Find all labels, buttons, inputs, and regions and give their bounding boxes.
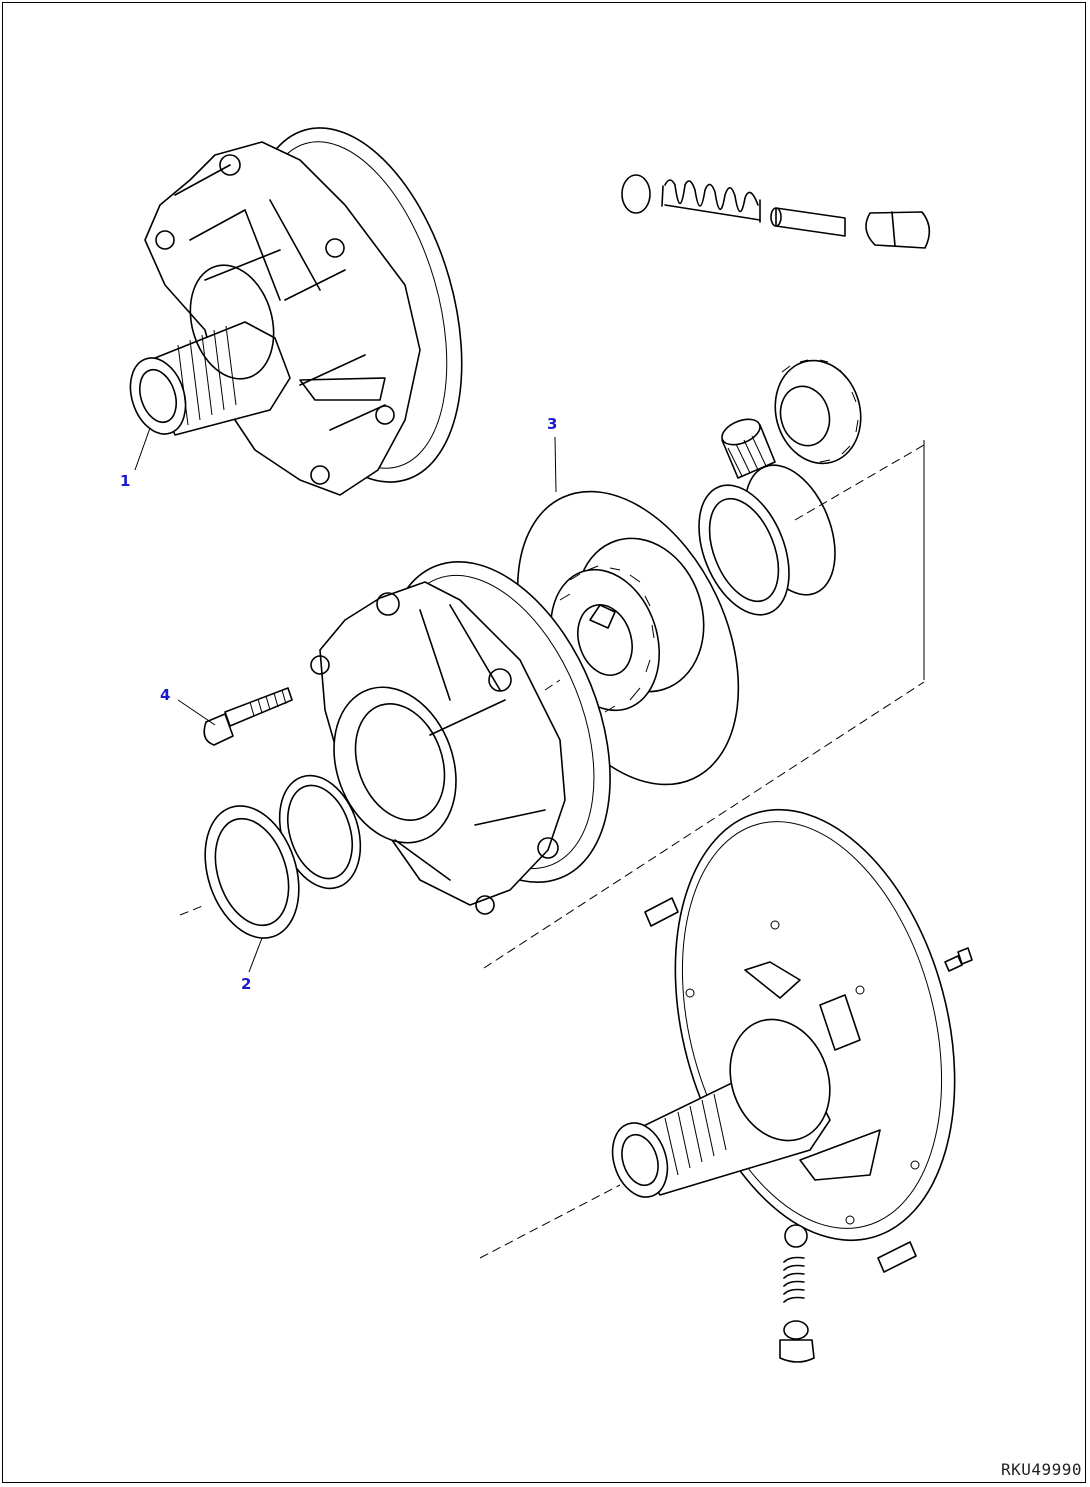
dowel-pin-upper [644,897,679,927]
relief-valve-assembly [621,174,931,249]
callout-4: 4 [160,686,170,704]
small-screw [944,947,973,972]
callout-1: 1 [120,472,130,490]
figure-id: RKU49990 [1000,1460,1082,1479]
pump-body-upper [129,127,463,496]
leader-lines [134,427,557,973]
callout-3: 3 [547,415,557,433]
assembly-guide-lines [179,440,925,1259]
bolt [203,687,293,746]
bearing-ring-right [698,464,836,616]
callout-2: 2 [241,975,251,993]
check-valve-assembly [779,1224,815,1363]
needle-bushing [721,418,776,479]
pump-body-middle [310,560,611,915]
stator-cover [611,808,956,1242]
driven-gear [774,359,862,465]
dowel-pin-lower [877,1241,917,1273]
oil-seal [204,774,362,939]
